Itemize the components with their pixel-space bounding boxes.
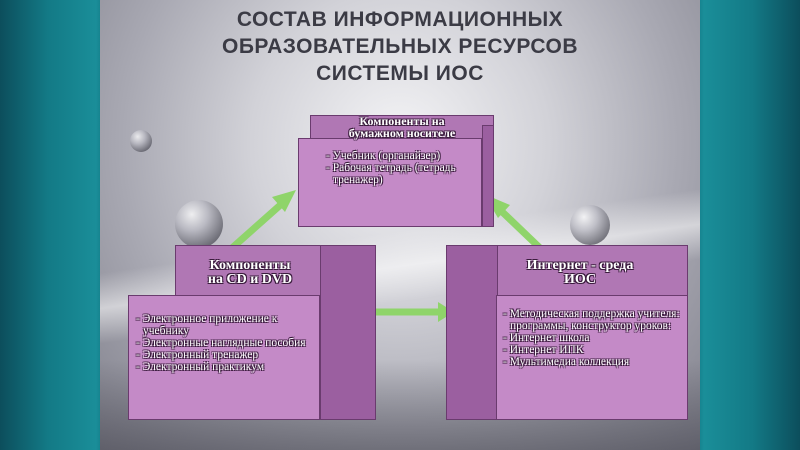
heading-line: Интернет - среда xyxy=(500,259,660,273)
heading-line: ИОС xyxy=(500,273,660,287)
box-item-list: Электронное приложение к учебнику Электр… xyxy=(136,313,316,373)
list-item: Интернет ИПК xyxy=(503,344,685,356)
box-side-face xyxy=(446,245,498,420)
arrow-cd-to-paper xyxy=(232,190,296,248)
list-item: Электронный тренажер xyxy=(136,349,316,361)
box-item-list: Учебник (органайзер) Рабочая тетрадь (те… xyxy=(326,150,476,186)
list-item: Электронный практикум xyxy=(136,361,316,373)
box-side-face xyxy=(482,125,494,227)
heading-line: на CD и DVD xyxy=(175,273,325,287)
list-item: Электронные наглядные пособия xyxy=(136,337,316,349)
heading-line: бумажном носителе xyxy=(310,127,494,139)
list-item: Электронное приложение к учебнику xyxy=(136,313,316,337)
list-item: Учебник (органайзер) xyxy=(326,150,476,162)
box-side-face xyxy=(320,245,376,420)
box-heading: Компоненты на бумажном носителе xyxy=(310,115,494,139)
box-heading: Компоненты на CD и DVD xyxy=(175,259,325,287)
box-item-list: Методическая поддержка учителя: программ… xyxy=(503,308,685,368)
list-item: Методическая поддержка учителя: программ… xyxy=(503,308,685,332)
list-item: Рабочая тетрадь (тетрадь тренажер) xyxy=(326,162,476,186)
list-item: Мультимедиа коллекция xyxy=(503,356,685,368)
box-heading: Интернет - среда ИОС xyxy=(500,259,660,287)
heading-line: Компоненты xyxy=(175,259,325,273)
list-item: Интернет школа xyxy=(503,332,685,344)
